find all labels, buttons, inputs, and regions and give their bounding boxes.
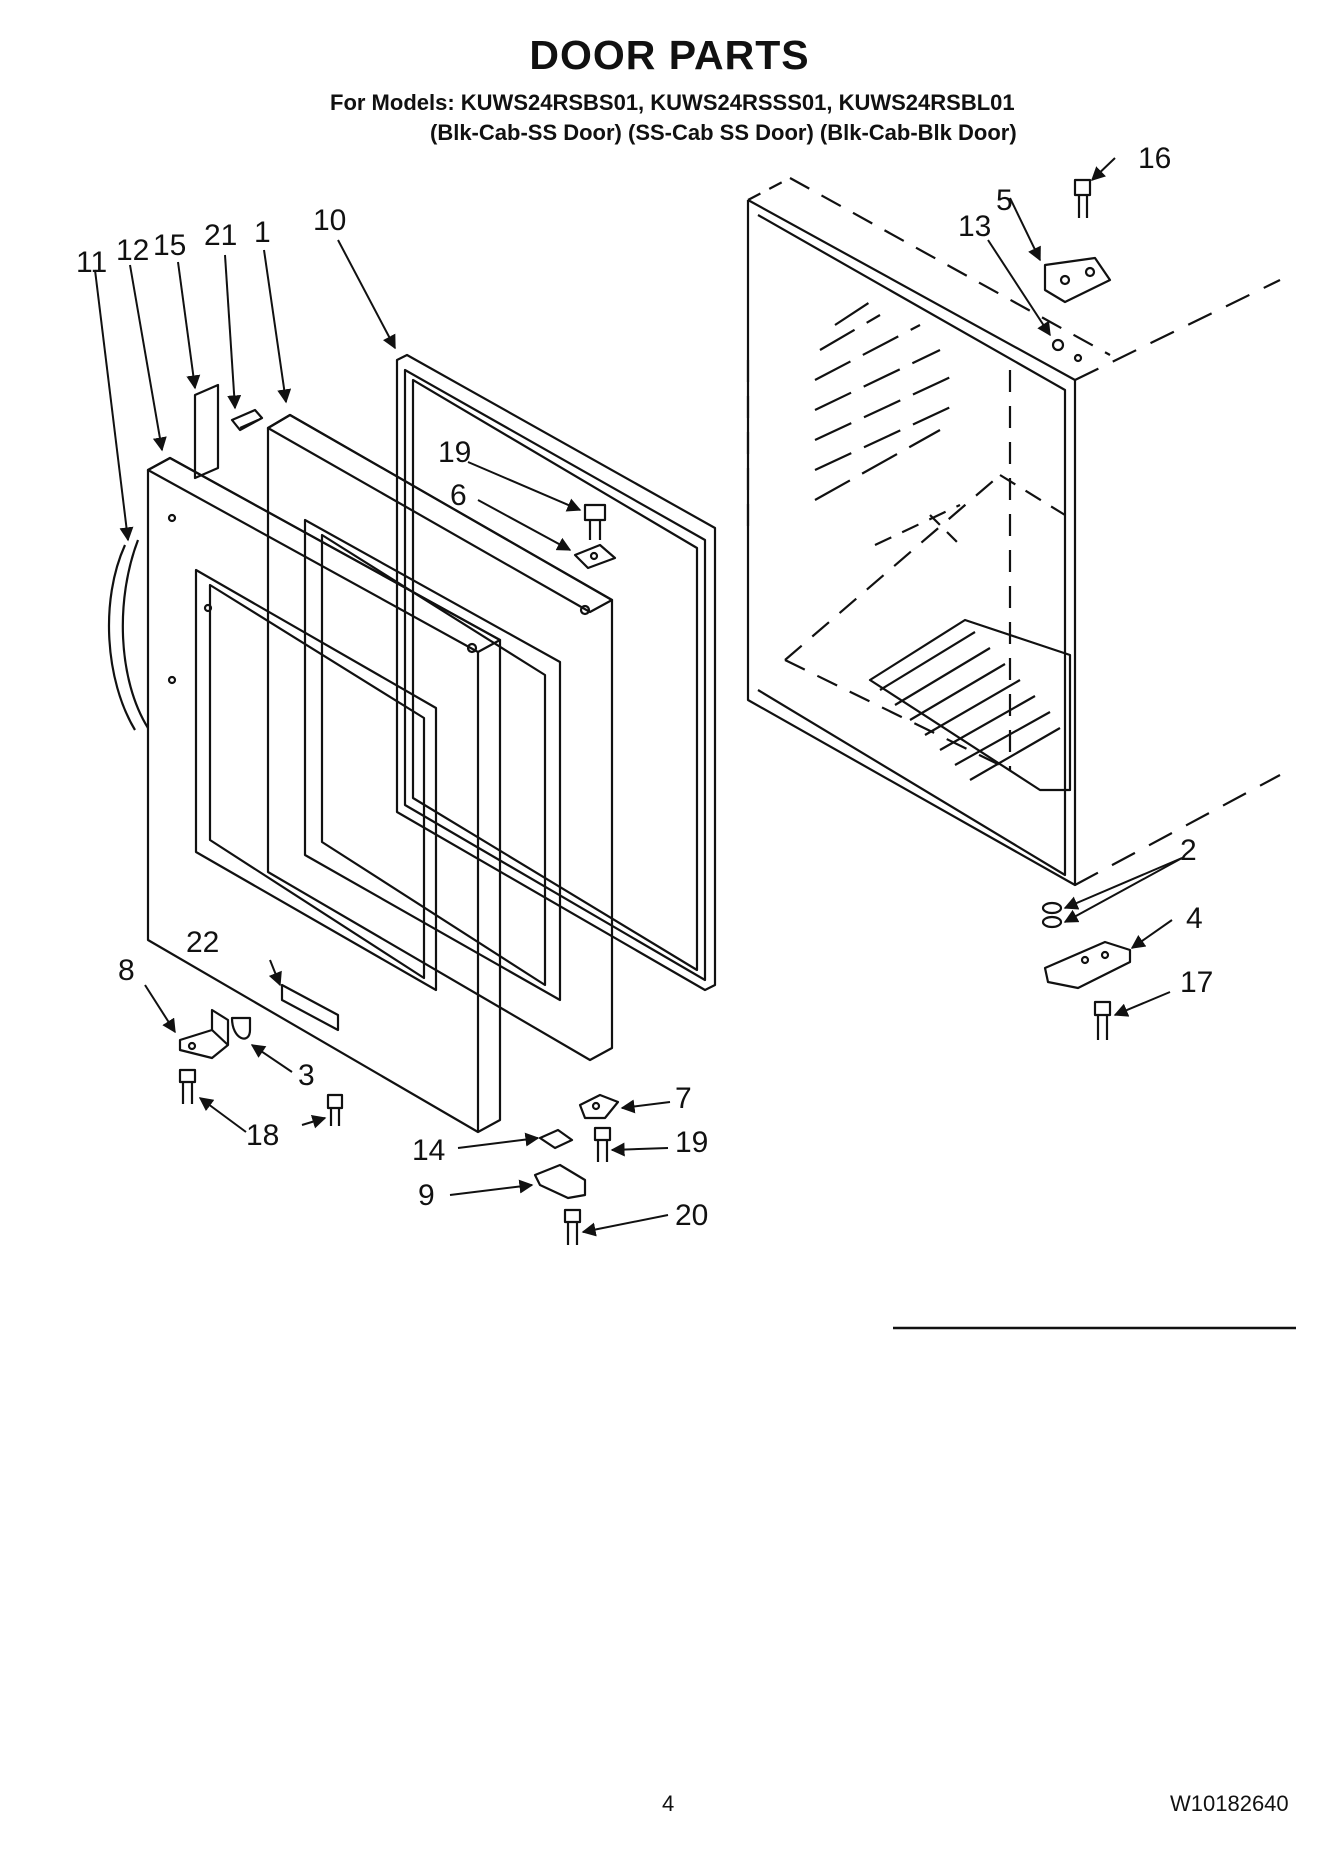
plug-3 [230, 1016, 252, 1040]
callout-19-top: 19 [438, 436, 471, 469]
cabinet-top-hinge [1043, 178, 1112, 363]
callout-21: 21 [204, 219, 237, 252]
callout-10: 10 [313, 204, 346, 237]
callout-11: 11 [76, 246, 107, 279]
page-title: DOOR PARTS [529, 32, 810, 78]
callout-8: 8 [118, 954, 135, 987]
callout-17: 17 [1180, 966, 1213, 999]
bottom-door-hinge [533, 1093, 620, 1245]
callout-5: 5 [996, 184, 1013, 217]
top-door-hinge [573, 503, 617, 616]
callout-12: 12 [116, 234, 149, 267]
callout-16: 16 [1138, 142, 1171, 175]
callout-14: 14 [412, 1134, 445, 1167]
callout-22: 22 [186, 926, 219, 959]
cabinet [746, 177, 1281, 887]
callout-9: 9 [418, 1179, 435, 1212]
screw-21 [230, 408, 264, 432]
callout-18: 18 [246, 1119, 279, 1152]
door-gasket [395, 353, 717, 992]
callout-6: 6 [450, 479, 467, 512]
document-number: W10182640 [1170, 1791, 1289, 1816]
callout-15: 15 [153, 229, 186, 262]
page-number: 4 [662, 1791, 675, 1816]
leader-lines [94, 157, 1183, 1237]
door-badge [280, 983, 340, 1032]
door-frame [146, 456, 502, 1134]
cabinet-bottom-hinge [1041, 901, 1132, 1040]
callout-7: 7 [675, 1082, 692, 1115]
variants-line: (Blk-Cab-SS Door) (SS-Cab SS Door) (Blk-… [430, 120, 1017, 145]
door-liner [266, 413, 614, 1062]
models-line: For Models: KUWS24RSBS01, KUWS24RSSS01, … [330, 90, 1015, 115]
callout-19-bottom: 19 [675, 1126, 708, 1159]
handle-trim [193, 383, 220, 480]
callout-20: 20 [675, 1199, 708, 1232]
callout-1: 1 [254, 216, 271, 249]
callout-4: 4 [1186, 902, 1203, 935]
bracket-8 [178, 1008, 344, 1126]
callout-3: 3 [298, 1059, 315, 1092]
door-handle [107, 539, 149, 731]
callout-2: 2 [1180, 834, 1197, 867]
cabinet-floor-vent [868, 618, 1072, 792]
callout-13: 13 [958, 210, 991, 243]
